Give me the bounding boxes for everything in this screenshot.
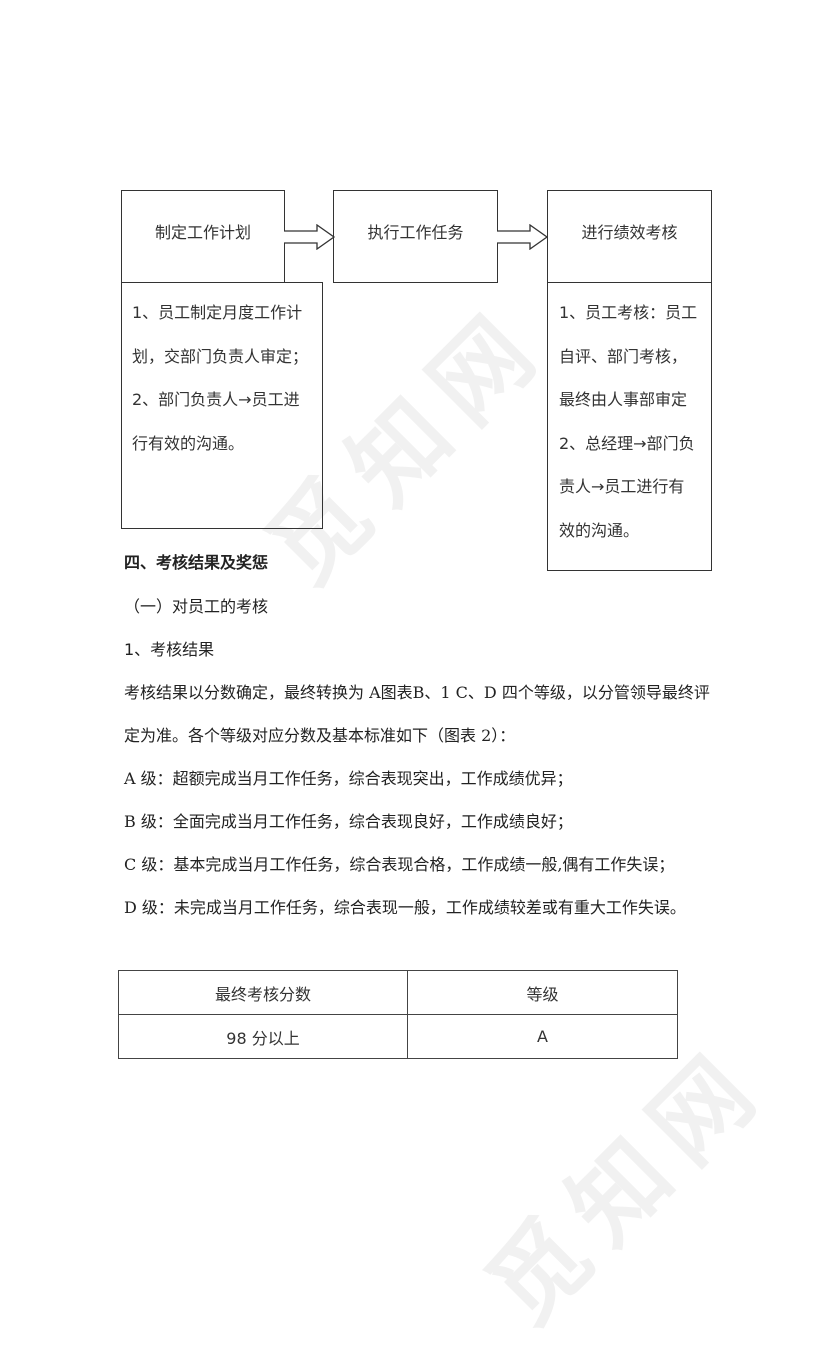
paragraph-line: 考核结果以分数确定，最终转换为 A图表B、1 C、D 四个等级，以分管领导最终评 — [124, 683, 710, 702]
flow-step-plan: 制定工作计划 — [121, 190, 285, 283]
table-row: 98 分以上 A — [118, 1014, 678, 1059]
flow-step-title: 执行工作任务 — [367, 222, 464, 242]
detail-line: 自评、部门考核， — [559, 346, 688, 366]
flow-step-execute: 执行工作任务 — [333, 190, 498, 283]
right-arrow-icon — [284, 224, 336, 250]
flow-step-plan-details: 1、员工制定月度工作计 划，交部门负责人审定； 2、部门负责人→员工进 行有效的… — [121, 282, 323, 529]
flow-step-review: 进行绩效考核 — [547, 190, 712, 283]
right-arrow-icon — [497, 224, 549, 250]
detail-line: 最终由人事部审定 — [559, 390, 688, 409]
grade-a-description: A 级：超额完成当月工作任务，综合表现突出，工作成绩优异； — [124, 769, 573, 788]
detail-line: 1、员工制定月度工作计 — [132, 303, 303, 322]
table-header-row: 最终考核分数 等级 — [118, 970, 678, 1015]
table-cell: 98 分以上 — [118, 1014, 408, 1059]
score-grade-table: 最终考核分数 等级 98 分以上 A — [118, 970, 678, 1059]
section-heading: 四、考核结果及奖惩 — [124, 553, 269, 572]
flow-step-title: 进行绩效考核 — [581, 222, 678, 242]
flow-step-review-details: 1、员工考核：员工 自评、部门考核， 最终由人事部审定 2、总经理→部门负 责人… — [547, 282, 712, 571]
detail-line: 划，交部门负责人审定； — [132, 346, 309, 366]
detail-line: 行有效的沟通。 — [132, 433, 245, 453]
grade-b-description: B 级：全面完成当月工作任务，综合表现良好，工作成绩良好； — [124, 812, 573, 831]
table-header-cell: 等级 — [407, 970, 678, 1015]
grade-c-description: C 级：基本完成当月工作任务，综合表现合格，工作成绩一般,偶有工作失误； — [124, 855, 675, 874]
watermark: 觅知网 — [466, 1024, 788, 1347]
detail-line: 2、部门负责人→员工进 — [132, 390, 300, 409]
detail-line: 责人→员工进行有 — [559, 477, 685, 496]
detail-line: 1、员工考核：员工 — [559, 303, 698, 322]
section-subheading: （一）对员工的考核 — [124, 597, 269, 616]
table-cell: A — [407, 1014, 678, 1059]
detail-line: 效的沟通。 — [559, 520, 640, 540]
flow-step-title: 制定工作计划 — [154, 222, 251, 242]
item-title: 1、考核结果 — [124, 640, 215, 659]
table-header-cell: 最终考核分数 — [118, 970, 408, 1015]
paragraph-line: 定为准。各个等级对应分数及基本标准如下（图表 2）： — [124, 726, 516, 745]
detail-line: 2、总经理→部门负 — [559, 433, 695, 453]
grade-d-description: D 级：未完成当月工作任务，综合表现一般，工作成绩较差或有重大工作失误。 — [124, 898, 686, 917]
